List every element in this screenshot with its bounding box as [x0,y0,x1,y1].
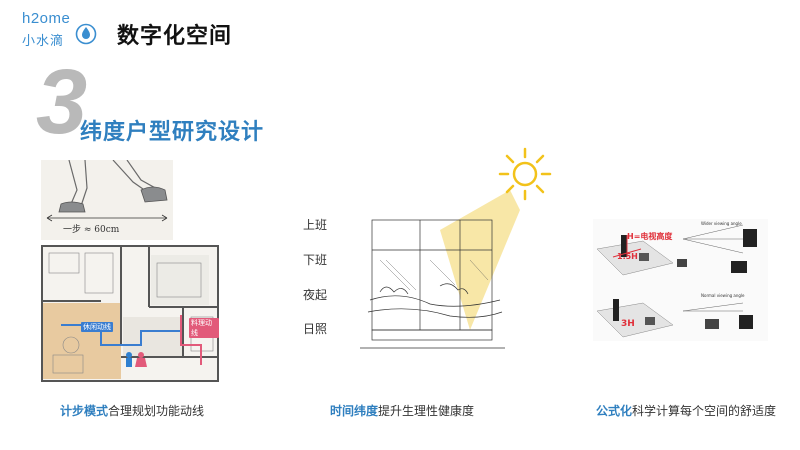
tv-height-formula: H=电视高度 [627,232,673,241]
caption-right-text: 科学计算每个空间的舒适度 [632,404,777,418]
logo-chinese-name: 小水滴 [22,34,65,49]
caption-middle-highlight: 时间纬度 [330,404,379,418]
floor-plan: 休闲动线 料理动线 [41,245,219,382]
caption-left-highlight: 计步模式 [60,404,109,418]
normal-angle-label: Normal viewing angle [701,293,745,298]
time-label-offwork: 下班 [303,253,328,267]
caption-middle-text: 提升生理性健康度 [378,404,475,418]
caption-left-text: 合理规划功能动线 [108,404,205,418]
caption-right: 公式化科学计算每个空间的舒适度 [596,402,776,419]
walking-legs-illustration [46,160,168,222]
distance-label-1-5h: 1.5H [617,252,638,261]
caption-right-highlight: 公式化 [596,404,633,418]
section-title: 纬度户型研究设计 [80,120,265,145]
page-title: 数字化空间 [117,24,233,49]
brand-logo: h2ome 小水滴 [20,10,100,50]
time-label-night: 夜起 [303,288,328,302]
logo-wordmark: h2ome [22,10,71,27]
time-label-sunlight: 日照 [303,322,328,336]
time-label-work: 上班 [303,218,328,232]
water-drop-icon [75,23,97,45]
walking-step-sketch: 一步 ≈ 60cm [41,160,173,240]
caption-left: 计步模式合理规划功能动线 [60,402,204,419]
bedroom-sketch [360,219,505,349]
viewing-angle-diagram: H=电视高度 1.5H 3H Wider viewing angle Norma… [593,219,768,341]
plan-tag-leisure-flow: 休闲动线 [81,322,113,332]
floor-plan-drawing [41,245,219,382]
viewing-angle-drawing [596,224,757,338]
step-length-caption: 一步 ≈ 60cm [63,225,120,235]
sun-icon [498,147,552,201]
distance-label-3h: 3H [621,319,635,329]
wider-angle-label: Wider viewing angle [701,221,742,226]
caption-middle: 时间纬度提升生理性健康度 [330,402,474,419]
section-number: 3 [36,51,88,153]
plan-tag-cooking-flow: 料理动线 [189,318,219,338]
